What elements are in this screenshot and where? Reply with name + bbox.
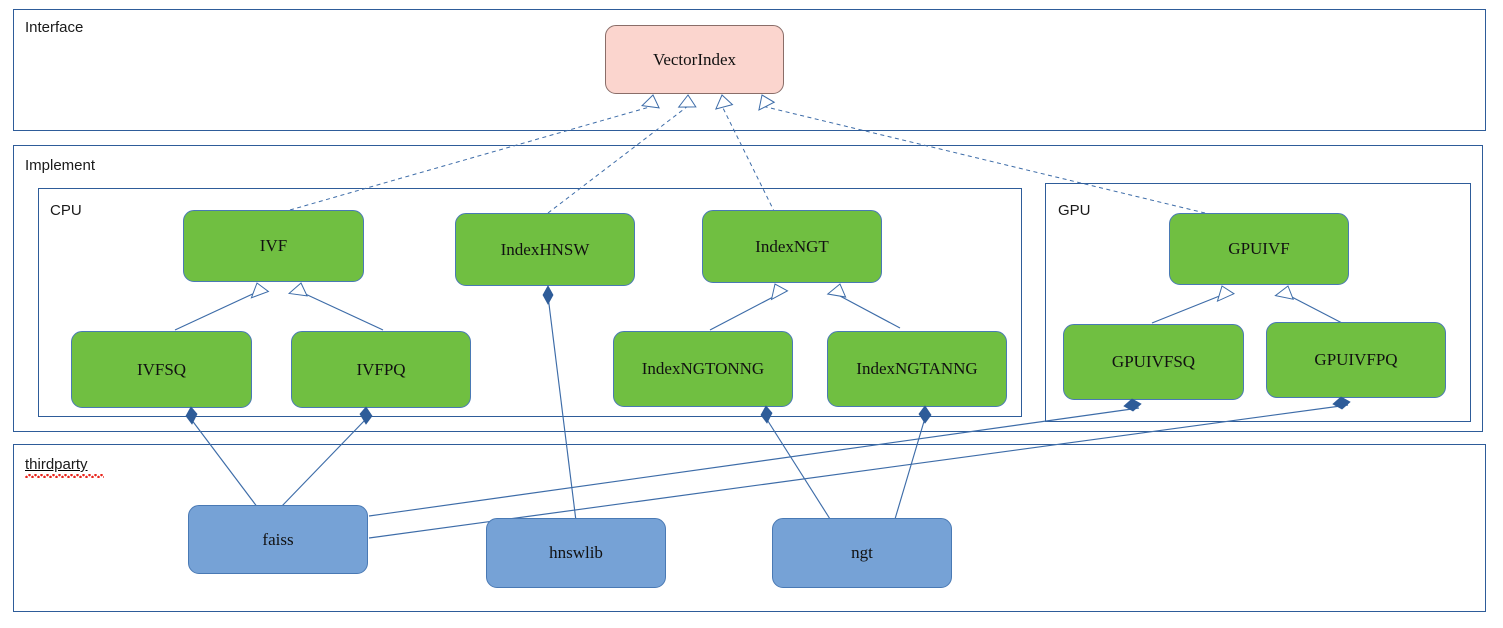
node-indexngtonng-label: IndexNGTONNG [641,359,765,378]
container-gpu-label: GPU [1058,202,1091,219]
node-ivfsq[interactable]: IVFSQ [71,331,252,408]
node-gpuivfpq-label: GPUIVFPQ [1314,350,1398,369]
node-indexhnsw-label: IndexHNSW [500,239,590,259]
container-thirdparty-label: thirdparty [25,456,88,473]
node-hnswlib[interactable]: hnswlib [486,518,666,588]
node-faiss[interactable]: faiss [188,505,368,574]
node-gpuivf-label: GPUIVF [1228,239,1290,258]
node-indexngtanng[interactable]: IndexNGTANNG [827,331,1007,407]
container-interface-label: Interface [25,19,84,36]
node-ivf[interactable]: IVF [183,210,364,282]
container-cpu-label: CPU [50,202,82,219]
node-gpuivfsq[interactable]: GPUIVFSQ [1063,324,1244,400]
node-gpuivf[interactable]: GPUIVF [1169,213,1349,285]
spellcheck-underline-icon [25,474,104,478]
node-vectorindex[interactable]: VectorIndex [605,25,784,94]
node-indexngt-label: IndexNGT [755,236,829,256]
container-implement-label: Implement [25,157,96,174]
node-faiss-label: faiss [262,529,294,549]
node-indexngt[interactable]: IndexNGT [702,210,882,283]
node-hnswlib-label: hnswlib [549,543,603,562]
node-ivf-label: IVF [259,236,288,255]
node-gpuivfpq[interactable]: GPUIVFPQ [1266,322,1446,398]
node-ivfsq-label: IVFSQ [136,359,187,379]
node-indexhnsw[interactable]: IndexHNSW [455,213,635,286]
node-ivfpq-label: IVFPQ [356,359,406,379]
node-indexngtonng[interactable]: IndexNGTONNG [613,331,793,407]
node-ivfpq[interactable]: IVFPQ [291,331,471,408]
node-gpuivfsq-label: GPUIVFSQ [1111,352,1196,371]
node-indexngtanng-label: IndexNGTANNG [856,359,978,378]
node-vectorindex-label: VectorIndex [652,49,737,69]
node-ngt[interactable]: ngt [772,518,952,588]
node-ngt-label: ngt [851,543,873,562]
